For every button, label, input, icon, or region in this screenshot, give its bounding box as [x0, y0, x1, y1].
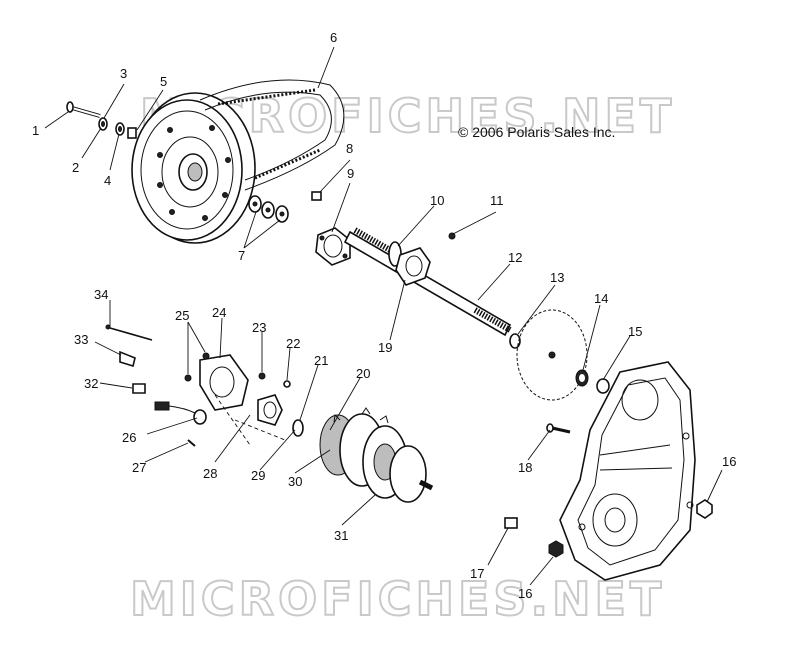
callout-17: 17 [470, 566, 484, 581]
callout-28: 28 [203, 466, 217, 481]
chaincase-housing [559, 361, 696, 581]
callout-6: 6 [330, 30, 337, 45]
speed-sensor-wiring [105, 324, 207, 447]
callout-16b: 16 [518, 586, 532, 601]
callout-22: 22 [286, 336, 300, 351]
callout-27: 27 [132, 460, 146, 475]
callout-9: 9 [347, 166, 354, 181]
drive-clutch [131, 92, 256, 244]
callout-23: 23 [252, 320, 266, 335]
washers-7 [248, 195, 289, 223]
callout-5: 5 [160, 74, 167, 89]
callout-13: 13 [550, 270, 564, 285]
callout-19: 19 [378, 340, 392, 355]
callout-34: 34 [94, 287, 108, 302]
callout-25: 25 [175, 308, 189, 323]
callout-16a: 16 [722, 454, 736, 469]
jackshaft [343, 227, 521, 349]
callout-32: 32 [84, 376, 98, 391]
callout-20: 20 [356, 366, 370, 381]
callout-26: 26 [122, 430, 136, 445]
callout-15: 15 [628, 324, 642, 339]
bearing-flange [311, 191, 351, 266]
callout-24: 24 [212, 305, 226, 320]
callout-1: 1 [32, 123, 39, 138]
watermark-bottom: MICROFICHES.NET [130, 572, 665, 626]
callout-labels: 1 2 3 4 5 6 7 8 9 10 11 12 13 14 15 16 1… [32, 30, 736, 601]
drive-belt [199, 79, 345, 191]
callout-12: 12 [508, 250, 522, 265]
gear-assembly [292, 407, 434, 503]
callout-8: 8 [346, 141, 353, 156]
bolts-16-18 [504, 423, 713, 558]
callout-4: 4 [104, 173, 111, 188]
bearing-cover-assembly [184, 352, 291, 446]
callout-3: 3 [120, 66, 127, 81]
callout-21: 21 [314, 353, 328, 368]
callout-31: 31 [334, 528, 348, 543]
callout-18: 18 [518, 460, 532, 475]
leader-lines [44, 46, 723, 586]
o-ring [596, 378, 610, 394]
gasket-disc [516, 309, 588, 401]
callout-33: 33 [74, 332, 88, 347]
callout-29: 29 [251, 468, 265, 483]
bolt-and-washers [66, 101, 137, 139]
callout-14: 14 [594, 291, 608, 306]
callout-7: 7 [238, 248, 245, 263]
callout-2: 2 [72, 160, 79, 175]
callout-10: 10 [430, 193, 444, 208]
callout-30: 30 [288, 474, 302, 489]
copyright-text: © 2006 Polaris Sales Inc. [458, 124, 615, 140]
callout-11: 11 [490, 193, 504, 208]
